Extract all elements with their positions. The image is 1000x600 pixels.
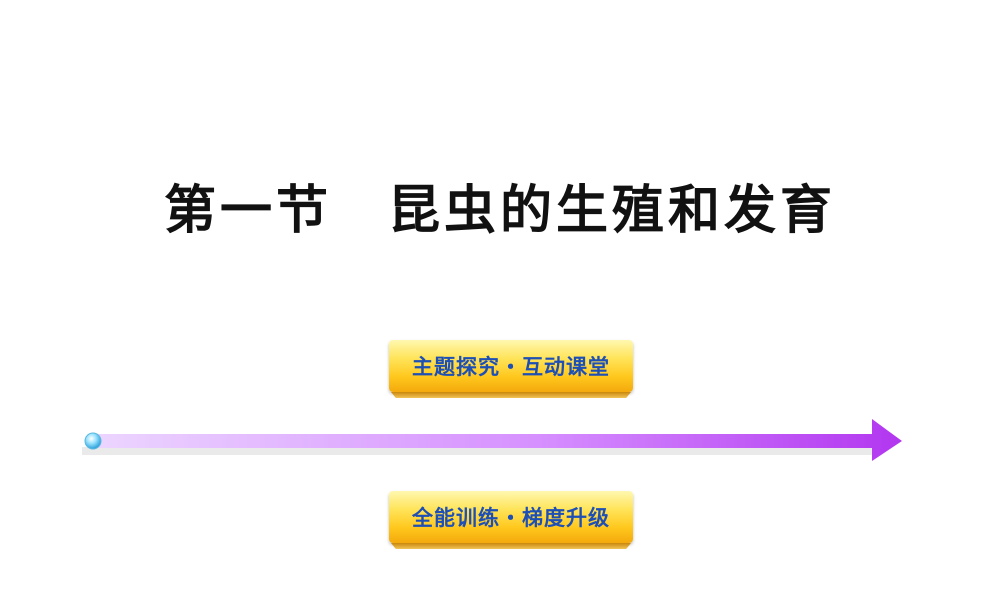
topic-explore-button[interactable]: 主题探究・互动课堂 (389, 340, 633, 392)
slide-title: 第一节 昆虫的生殖和发育 (163, 181, 836, 241)
topic-explore-label: 主题探究・互动课堂 (412, 355, 610, 379)
full-training-button[interactable]: 全能训练・梯度升级 (389, 491, 633, 543)
full-training-label: 全能训练・梯度升级 (412, 506, 610, 530)
timeline-start-dot-icon (84, 432, 102, 450)
timeline-arrow-icon (90, 419, 902, 461)
timeline-arrow (82, 419, 902, 461)
